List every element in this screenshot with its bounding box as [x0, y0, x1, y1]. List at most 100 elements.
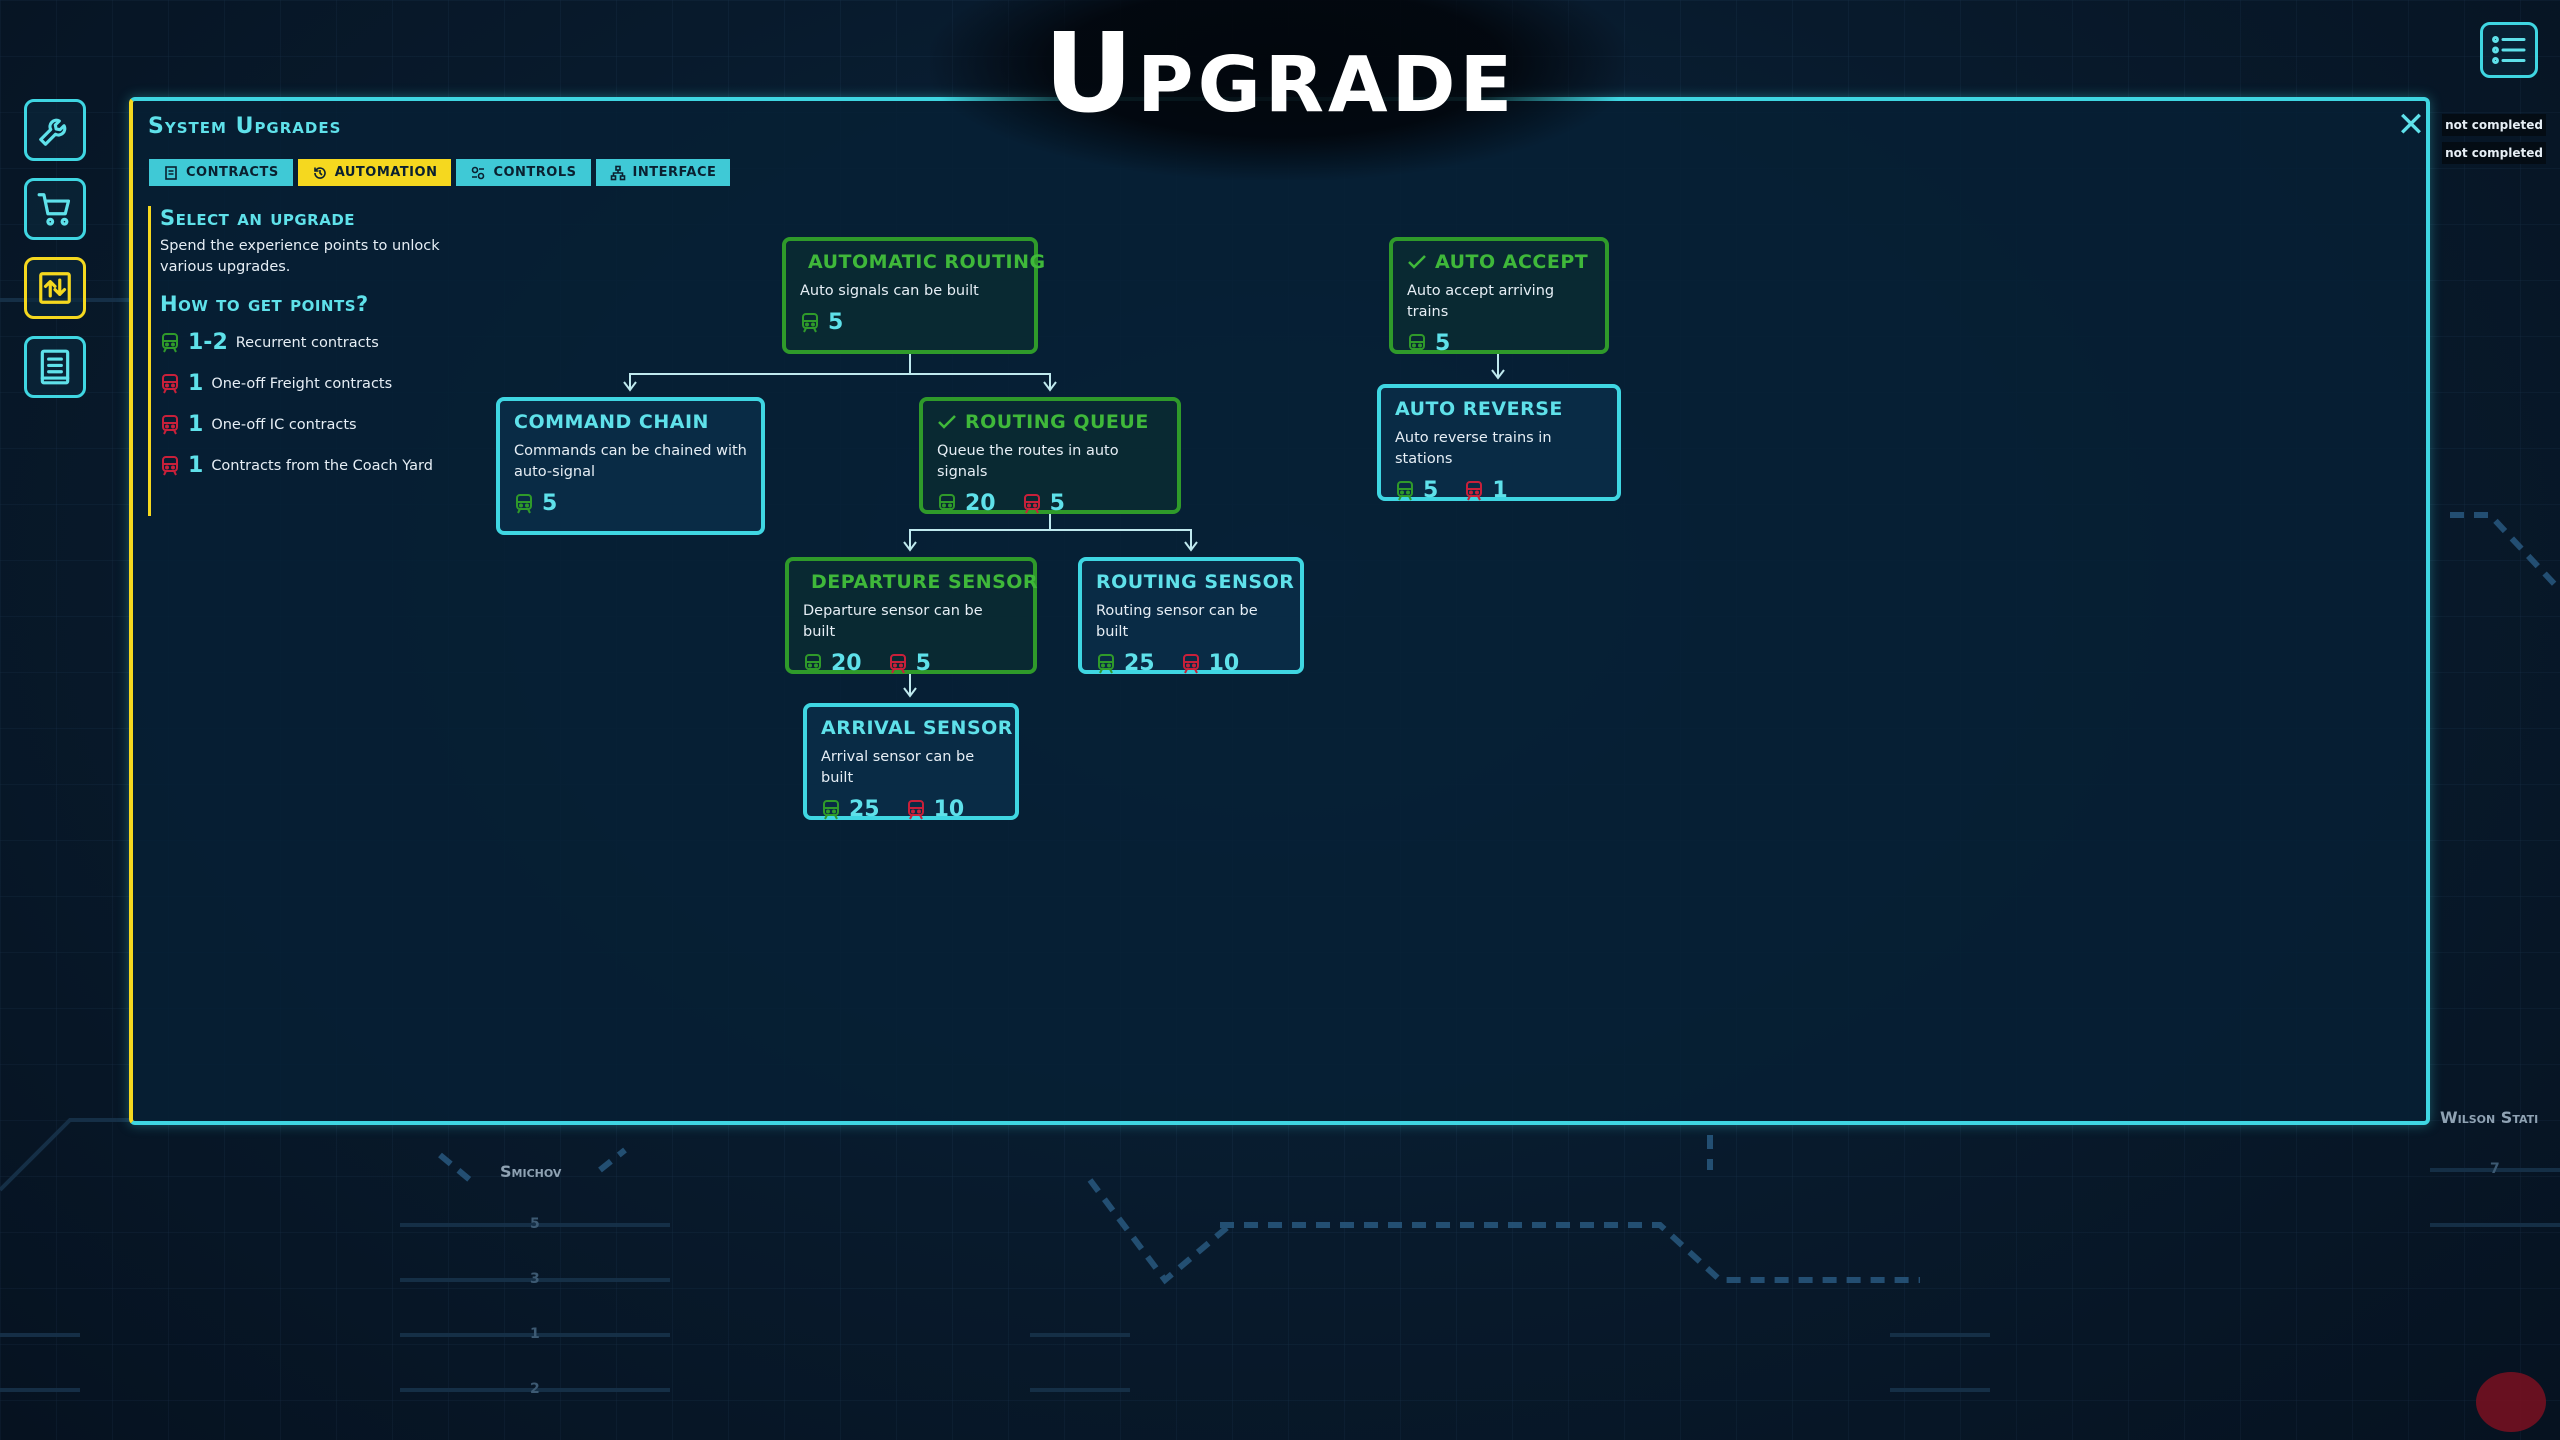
- upgrade-title: AUTO ACCEPT: [1435, 251, 1589, 273]
- points-value: 1: [188, 371, 204, 396]
- green-cost: 5: [1435, 331, 1451, 356]
- red-cost: 10: [1208, 651, 1240, 676]
- sidebar-shop-button[interactable]: [24, 178, 86, 240]
- tab-contracts[interactable]: CONTRACTS: [149, 159, 293, 186]
- red-train-icon: [162, 455, 178, 475]
- list-menu-icon: [2492, 36, 2526, 64]
- upgrade-description: Auto reverse trains in stations: [1395, 430, 1552, 467]
- track-number: 1: [530, 1326, 540, 1342]
- tab-automation[interactable]: AUTOMATION: [297, 159, 452, 186]
- close-button[interactable]: ✕: [2396, 105, 2426, 145]
- upgrade-cost: 5 1: [1395, 478, 1603, 503]
- upgrade-card-auto-reverse[interactable]: AUTO REVERSE Auto reverse trains in stat…: [1377, 384, 1621, 503]
- interface-icon: [610, 165, 625, 180]
- upgrade-card-automatic-routing[interactable]: AUTOMATIC ROUTING Auto signals can be bu…: [782, 237, 1045, 354]
- green-cost: 5: [1423, 478, 1439, 503]
- category-tabs: CONTRACTS AUTOMATION CONTROLS INTERFACE: [149, 159, 731, 186]
- upgrade-cost: 5: [1407, 331, 1591, 356]
- upgrade-card-departure-sensor[interactable]: DEPARTURE SENSOR Departure sensor can be…: [785, 557, 1039, 676]
- upgrade-description: Auto signals can be built: [800, 283, 979, 299]
- upgrade-title: COMMAND CHAIN: [514, 411, 709, 433]
- sidebar-journal-button[interactable]: [24, 336, 86, 398]
- tab-label: CONTRACTS: [186, 165, 279, 180]
- how-to-get-points-heading: How to get points?: [160, 292, 369, 316]
- info-column: Select an upgrade Spend the experience p…: [148, 206, 451, 516]
- screen-title: Upgrade: [1043, 9, 1517, 137]
- upgrade-description: Arrival sensor can be built: [821, 749, 975, 786]
- upgrade-cost: 20 5: [803, 651, 1019, 676]
- points-value: 1: [188, 412, 204, 437]
- upgrade-title: DEPARTURE SENSOR: [811, 571, 1039, 593]
- red-train-icon: [1466, 480, 1483, 500]
- upgrade-cost: 25 10: [1096, 651, 1286, 676]
- check-icon: [1408, 255, 1426, 269]
- points-value: 1: [188, 453, 204, 478]
- sidebar-upgrade-button[interactable]: [24, 257, 86, 319]
- upgrade-title: ARRIVAL SENSOR: [821, 717, 1013, 739]
- objective-status-tag: not completed: [2442, 142, 2546, 164]
- upgrade-title: AUTOMATIC ROUTING: [808, 251, 1046, 273]
- green-train-icon: [1098, 653, 1114, 673]
- green-train-icon: [823, 799, 839, 819]
- red-cost: 5: [1049, 491, 1065, 516]
- tab-controls[interactable]: CONTROLS: [456, 159, 591, 186]
- red-train-icon: [1182, 653, 1199, 673]
- track-number: 5: [530, 1216, 540, 1232]
- green-cost: 20: [831, 651, 862, 676]
- upgrade-description: Departure sensor can be built: [803, 603, 983, 640]
- points-source-row: 1-2 Recurrent contracts: [160, 322, 451, 363]
- green-train-icon: [805, 653, 821, 673]
- points-source-label: One-off IC contracts: [211, 416, 357, 433]
- upgrade-title: ROUTING SENSOR: [1096, 571, 1295, 593]
- title-plate: [930, 0, 1630, 180]
- publisher-logo: [2476, 1372, 2546, 1432]
- upgrade-title: AUTO REVERSE: [1395, 398, 1563, 420]
- red-train-icon: [162, 414, 178, 434]
- station-label-smichov: Smichov: [500, 1162, 562, 1181]
- track-number: 2: [530, 1381, 540, 1397]
- upgrade-card-command-chain[interactable]: COMMAND CHAIN Commands can be chained wi…: [496, 397, 765, 535]
- station-label-wilson: Wilson Stati: [2440, 1108, 2539, 1127]
- tab-label: AUTOMATION: [334, 165, 438, 180]
- red-cost: 5: [915, 651, 931, 676]
- main-menu-button[interactable]: [2480, 22, 2538, 78]
- points-source-row: 1 One-off IC contracts: [160, 404, 451, 445]
- select-upgrade-heading: Select an upgrade: [160, 206, 356, 230]
- upgrade-card-arrival-sensor[interactable]: ARRIVAL SENSOR Arrival sensor can be bui…: [803, 703, 1019, 822]
- red-train-icon: [162, 373, 178, 393]
- green-cost: 25: [849, 797, 880, 822]
- tab-interface[interactable]: INTERFACE: [595, 159, 731, 186]
- upgrade-cost: 5: [514, 491, 747, 516]
- automation-icon: [313, 166, 326, 179]
- upgrade-description: Routing sensor can be built: [1096, 603, 1258, 640]
- upgrade-card-routing-sensor[interactable]: ROUTING SENSOR Routing sensor can be bui…: [1078, 557, 1304, 676]
- objective-status-tag: not completed: [2442, 114, 2546, 136]
- book-icon: [40, 349, 70, 385]
- points-source-row: 1 One-off Freight contracts: [160, 363, 451, 404]
- upgrade-description: Auto accept arriving trains: [1407, 283, 1555, 320]
- upgrade-card-auto-accept[interactable]: AUTO ACCEPT Auto accept arriving trains …: [1389, 237, 1609, 356]
- select-upgrade-text: Spend the experience points to unlock va…: [160, 238, 440, 275]
- green-cost: 5: [828, 310, 844, 335]
- green-cost: 5: [542, 491, 558, 516]
- controls-icon: [472, 166, 485, 179]
- points-source-label: Contracts from the Coach Yard: [211, 457, 433, 474]
- green-train-icon: [802, 312, 818, 332]
- red-cost: 1: [1492, 478, 1508, 503]
- upgrade-card-routing-queue[interactable]: ROUTING QUEUE Queue the routes in auto s…: [919, 397, 1181, 516]
- points-source-row: 1 Contracts from the Coach Yard: [160, 445, 451, 486]
- red-train-icon: [907, 799, 924, 819]
- green-cost: 20: [965, 491, 996, 516]
- points-value: 1-2: [188, 330, 228, 355]
- upgrade-title: ROUTING QUEUE: [965, 411, 1149, 433]
- track-number: 7: [2490, 1161, 2500, 1177]
- sidebar-tools-button[interactable]: [24, 99, 86, 161]
- panel-title: System Upgrades: [148, 114, 342, 139]
- green-train-icon: [1397, 480, 1413, 500]
- cart-icon: [37, 193, 71, 226]
- red-cost: 10: [933, 797, 965, 822]
- tab-label: CONTROLS: [493, 165, 577, 180]
- upgrade-cost: 5: [800, 310, 1020, 335]
- upgrade-description: Queue the routes in auto signals: [937, 443, 1119, 480]
